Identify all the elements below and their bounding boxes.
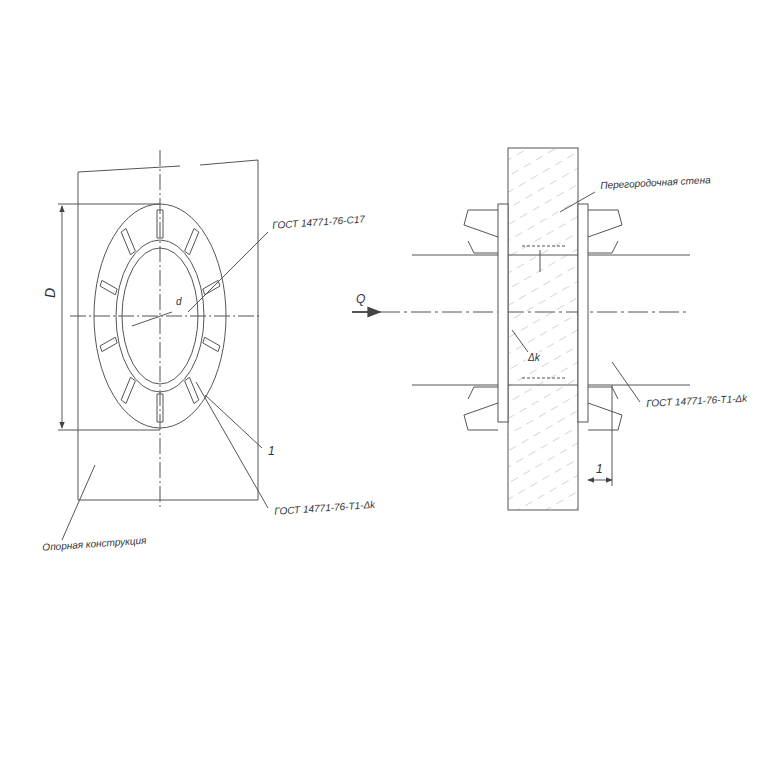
rib: [468, 241, 498, 253]
flow-label: Q: [354, 292, 367, 306]
leader-line: [560, 192, 595, 212]
weld-line: [522, 378, 566, 379]
rib: [185, 228, 199, 254]
leader-line: [512, 330, 528, 352]
rib: [468, 387, 498, 399]
rib: [588, 387, 618, 399]
center-line: [380, 312, 690, 313]
rib: [464, 210, 498, 237]
part-name: Опорная конструкция: [40, 534, 149, 554]
weld-note: ГОСТ 14771-76-Т1-Δk: [644, 393, 749, 410]
center-line: [70, 316, 262, 317]
section-view: [352, 148, 690, 510]
rib: [588, 210, 622, 237]
rib: [100, 337, 117, 351]
leader-line: [205, 395, 262, 448]
extension-line: [58, 204, 160, 205]
rib: [185, 377, 199, 403]
leader-line: [612, 362, 640, 402]
rib: [203, 337, 220, 351]
leader-line: [196, 382, 268, 508]
dimension-label: 1: [594, 462, 605, 476]
rib: [588, 403, 622, 430]
dimension-line: [62, 206, 63, 428]
flange-plate: [498, 204, 508, 422]
part-name: Перегородочная стена: [598, 174, 713, 192]
leader-line: [188, 232, 268, 312]
flange-plate: [578, 204, 588, 422]
rib: [121, 377, 135, 403]
rib: [157, 394, 163, 422]
rib-group: [464, 210, 622, 430]
weld-note: ГОСТ 14771-76-Т1-Δk: [272, 499, 378, 518]
rib-group: [100, 210, 220, 422]
pipe-bore: [122, 248, 198, 384]
rib: [464, 403, 498, 430]
leader-line: [62, 465, 95, 540]
front-view: [58, 150, 268, 540]
weld-note: ГОСТ 14771-76-С17: [270, 213, 367, 232]
pipe-wall: [412, 255, 690, 256]
support-plate: [78, 160, 258, 500]
dimension-label: D: [42, 286, 59, 300]
callout-number: 1: [266, 444, 277, 458]
weld-line: [522, 246, 566, 247]
weld-size: Δk: [526, 352, 542, 364]
dimension-line: [588, 480, 612, 481]
wall-section: [508, 148, 578, 510]
extension-line: [58, 430, 160, 431]
extension-line: [612, 385, 613, 486]
flange-outer: [94, 204, 226, 428]
dimension-label: d: [174, 296, 184, 308]
rib: [157, 210, 163, 238]
leader-line: [540, 250, 541, 272]
rib: [588, 241, 618, 253]
leader-line: [132, 312, 172, 326]
rib: [121, 228, 135, 254]
rib: [100, 280, 117, 294]
flow-arrow: [352, 311, 380, 313]
flange-inner: [116, 240, 204, 392]
pipe-wall: [412, 385, 690, 386]
